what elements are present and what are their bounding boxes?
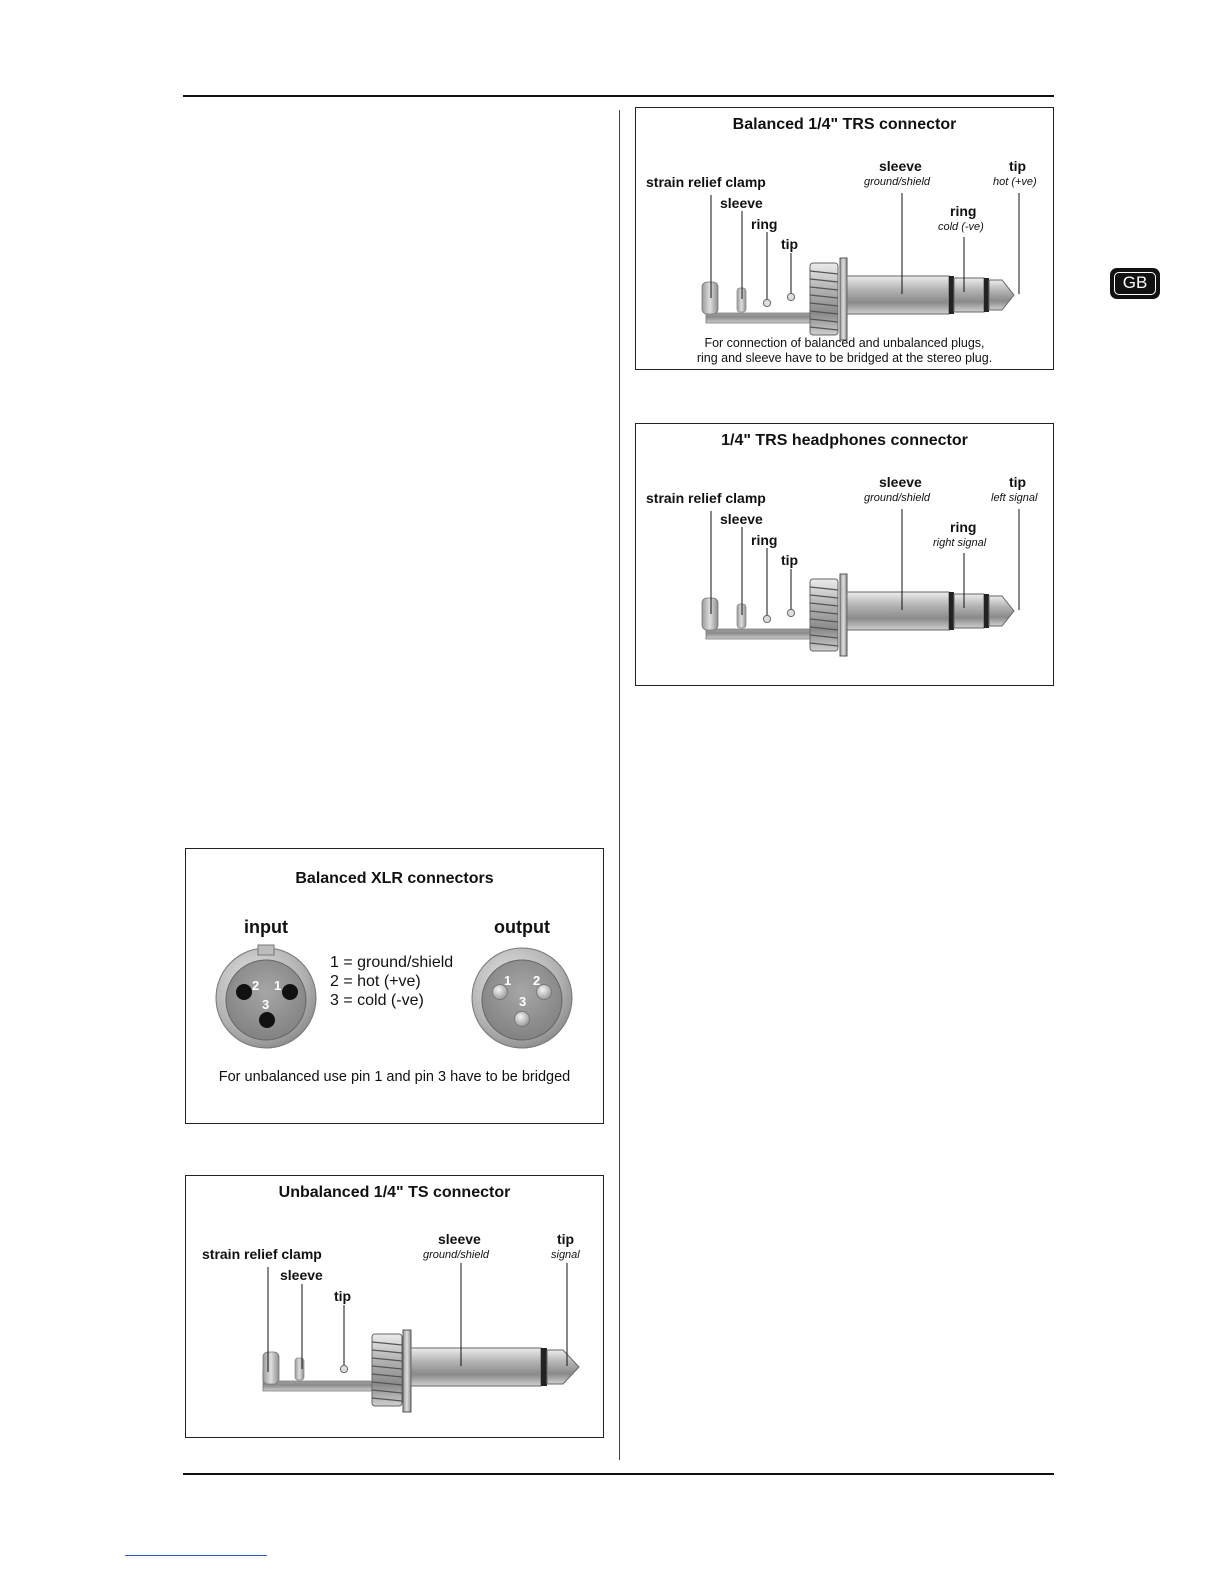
pin-assignment-1: 1 = ground/shield xyxy=(330,954,454,971)
leader-lines xyxy=(267,1263,568,1372)
leader-lines xyxy=(710,193,1020,299)
footer-rule xyxy=(183,1473,1054,1475)
plug-body xyxy=(701,257,1015,341)
strain-relief-clamp-label: strain relief clamp xyxy=(202,1246,322,1262)
tip-label: tip xyxy=(557,1231,575,1247)
ring-label: ring xyxy=(950,519,977,535)
pin-assignment-3: 3 = cold (-ve) xyxy=(330,992,424,1009)
sleeve-solder-label: sleeve xyxy=(720,511,763,527)
ring-description: cold (-ve) xyxy=(938,221,984,233)
figure-title: Balanced 1/4" TRS connector xyxy=(732,116,957,133)
header-rule xyxy=(183,95,1054,97)
ring-solder-label: ring xyxy=(751,532,778,548)
pin-assignment-list: 1 = ground/shield 2 = hot (+ve) 3 = cold… xyxy=(330,953,453,1010)
input-pin-3-hole xyxy=(259,1012,275,1028)
sleeve-description: ground/shield xyxy=(864,492,931,504)
sleeve-label: sleeve xyxy=(438,1231,481,1247)
input-label: input xyxy=(244,917,288,937)
xlr-figure: Balanced XLR connectors input output xyxy=(185,848,604,1124)
tip-description: signal xyxy=(551,1249,580,1261)
sleeve-description: ground/shield xyxy=(864,176,931,188)
ring-description: right signal xyxy=(933,537,987,549)
output-label: output xyxy=(494,917,550,937)
ts-unbalanced-figure: Unbalanced 1/4" TS connector xyxy=(185,1175,604,1438)
input-pin-2-hole xyxy=(236,984,252,1000)
leader-lines xyxy=(710,509,1020,615)
figure-title: Unbalanced 1/4" TS connector xyxy=(278,1184,511,1201)
xlr-output-plug xyxy=(471,947,573,1049)
output-pin-number-1: 1 xyxy=(504,973,511,988)
footer-link-underline xyxy=(125,1555,267,1556)
output-pin-number-3: 3 xyxy=(519,994,526,1009)
trs-plug-drawing xyxy=(701,509,1020,657)
bridging-note: For connection of balanced and unbalance… xyxy=(636,336,1053,366)
input-pin-number-3: 3 xyxy=(262,997,269,1012)
sleeve-label: sleeve xyxy=(879,158,922,174)
output-pin-1 xyxy=(492,984,508,1000)
sleeve-label: sleeve xyxy=(879,474,922,490)
trs-headphones-figure: 1/4" TRS headphones connector xyxy=(635,423,1054,686)
strain-relief-clamp-label: strain relief clamp xyxy=(646,490,766,506)
trs-balanced-figure: Balanced 1/4" TRS connector xyxy=(635,107,1054,370)
column-divider xyxy=(619,110,620,1460)
ring-label: ring xyxy=(950,203,977,219)
plug-body xyxy=(701,573,1015,657)
figure-title: Balanced XLR connectors xyxy=(295,870,494,887)
sleeve-description: ground/shield xyxy=(423,1249,490,1261)
tip-solder-label: tip xyxy=(781,236,799,252)
pin-assignment-2: 2 = hot (+ve) xyxy=(330,973,421,990)
sleeve-solder-label: sleeve xyxy=(280,1267,323,1283)
tip-description: hot (+ve) xyxy=(993,176,1037,188)
input-pin-1-hole xyxy=(282,984,298,1000)
ring-solder-label: ring xyxy=(751,216,778,232)
bridging-note-line-1: For connection of balanced and unbalance… xyxy=(704,336,985,350)
tip-label: tip xyxy=(1009,474,1027,490)
bridging-note-line-2: ring and sleeve have to be bridged at th… xyxy=(696,351,993,365)
strain-relief-clamp-label: strain relief clamp xyxy=(646,174,766,190)
input-pin-number-2: 2 xyxy=(252,978,259,993)
output-pin-3 xyxy=(514,1011,530,1027)
tip-label: tip xyxy=(1009,158,1027,174)
figure-title: 1/4" TRS headphones connector xyxy=(721,432,968,449)
language-badge-label: GB xyxy=(1114,272,1156,295)
output-pin-2 xyxy=(536,984,552,1000)
unbalanced-note: For unbalanced use pin 1 and pin 3 have … xyxy=(218,1069,571,1085)
ts-plug-drawing xyxy=(262,1263,580,1413)
output-pin-number-2: 2 xyxy=(533,973,540,988)
language-badge: GB xyxy=(1110,268,1160,299)
xlr-connector-drawing: 2 1 3 1 2 3 xyxy=(215,944,573,1049)
tip-description: left signal xyxy=(991,492,1038,504)
input-pin-number-1: 1 xyxy=(274,978,281,993)
xlr-input-socket xyxy=(215,944,317,1049)
plug-body xyxy=(262,1329,580,1413)
trs-plug-drawing xyxy=(701,193,1020,341)
tip-solder-label: tip xyxy=(334,1288,352,1304)
sleeve-solder-label: sleeve xyxy=(720,195,763,211)
tip-solder-label: tip xyxy=(781,552,799,568)
